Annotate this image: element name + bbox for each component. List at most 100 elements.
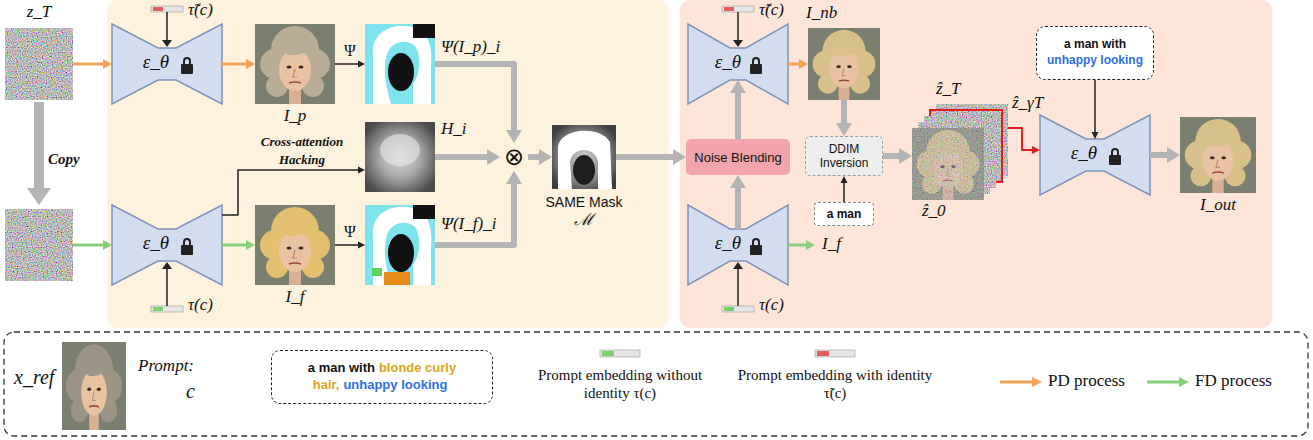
legend-text-slot: PD process: [1048, 371, 1125, 391]
connector-line: [73, 63, 104, 66]
face-image: I_p: [255, 24, 335, 104]
unet-shape: [1040, 115, 1150, 195]
node-label-slot: I_nb: [806, 4, 837, 23]
arrow-head: [730, 175, 746, 188]
embedding-arrow: [737, 12, 739, 40]
node-label-slot: I_f: [255, 288, 335, 307]
connector: [841, 176, 848, 202]
node-label-slot: ε_θ: [134, 233, 178, 254]
face-image: [255, 24, 335, 104]
fd-arrow: [73, 240, 112, 250]
connector: [222, 59, 255, 69]
embedding-bar: [151, 6, 183, 12]
editing-panel: [680, 0, 1272, 328]
connector-line: [335, 244, 359, 246]
connector: [730, 175, 746, 229]
node-label-slot: Ψ(I_p)_i: [441, 38, 500, 57]
connector-line: [1094, 80, 1096, 133]
node-label-slot: ẑ_T: [936, 80, 961, 99]
node-text: a man: [827, 207, 862, 221]
connector-line: [528, 154, 540, 160]
arrow-head: [730, 80, 746, 93]
legend-frame: [4, 332, 1308, 436]
parsing-mask: [365, 205, 435, 285]
legend-sample: [817, 351, 829, 356]
lock-icon: [181, 245, 193, 255]
connector-line: [222, 170, 359, 215]
arrow-head: [539, 149, 552, 165]
unet-block: ε_θ: [112, 205, 222, 285]
node-label: I_p: [284, 106, 307, 125]
legend-sample: [1147, 377, 1189, 387]
node-label: SAME Mask: [545, 194, 622, 210]
attention-map: [380, 134, 420, 166]
legend-text: Prompt embedding with identity τ̃(c): [738, 367, 933, 401]
lock-icon: [181, 64, 193, 74]
reference-label: x_ref: [14, 366, 54, 388]
noise-latent: z_T: [5, 28, 73, 100]
unet-shape: [112, 205, 222, 285]
connector: [435, 149, 500, 165]
node-label: I_f: [286, 287, 305, 306]
node-label-slot: Ψ(I_f)_i: [441, 215, 496, 234]
embedding-label: τ(c): [188, 295, 213, 314]
arrow-head: [506, 171, 522, 184]
unet-shapes: [112, 24, 1150, 285]
node-label: ε_θ: [715, 232, 741, 253]
parsing-mask: [384, 272, 410, 285]
node-label-slot: z_T: [5, 3, 73, 22]
node-label: Ψ(I_p)_i: [441, 37, 500, 56]
prompt-symbol-slot: c: [186, 380, 195, 402]
parsing-mask: Ψ(I_f)_i: [365, 205, 435, 285]
node-label: I_out: [1200, 195, 1236, 214]
node-label-slot: ε_θ: [708, 233, 748, 254]
connector-line: [735, 187, 741, 229]
lock-icon: [1112, 149, 1118, 155]
connector: [788, 59, 808, 69]
node-label: H_i: [441, 119, 467, 138]
node-label-slot: ε_θ: [134, 52, 178, 73]
unet-block: ε_θ: [688, 24, 788, 104]
node-label-slot: ε_θ: [1062, 143, 1106, 164]
latent-image: [912, 128, 984, 200]
prompt-box: a man withblonde curly hair,unhappy look…: [271, 350, 493, 404]
copy-label-slot: Copy: [48, 150, 80, 168]
node-label: z_T: [27, 2, 52, 21]
lock-icon: [184, 58, 190, 64]
face-image: [808, 28, 880, 100]
attention-map: [365, 122, 435, 192]
parsing-mask: Ψ(I_p)_i: [365, 24, 435, 104]
embedding-bars: [151, 6, 754, 312]
arrow-head: [358, 166, 365, 173]
prompt-box: a man withunhappy looking: [1036, 26, 1154, 80]
connector: [730, 80, 746, 139]
legend-sample: [600, 350, 640, 357]
node-text: unhappy looking: [1047, 53, 1143, 69]
legend-text: Prompt embedding without identity τ(c): [538, 367, 702, 401]
legend-sample: [1000, 377, 1042, 387]
prompt-label-slot: Prompt:: [138, 356, 194, 376]
lock-icon: [184, 239, 190, 245]
embedding-label-slot: τ̃(c): [759, 1, 784, 20]
embedding-arrow: [162, 40, 172, 47]
connector: [1008, 128, 1040, 154]
node-text: DDIM Inversion: [811, 142, 877, 171]
connector-line: [435, 183, 514, 245]
arrow-head: [506, 130, 522, 143]
face-image: [1180, 117, 1256, 193]
connector-line: [435, 154, 488, 160]
embedding-arrow: [733, 40, 743, 47]
arrow-head: [358, 242, 365, 249]
node-text: unhappy looking: [343, 377, 447, 392]
connector: [883, 148, 912, 164]
unet-shape: [112, 24, 222, 104]
prompt-box: a man: [814, 202, 874, 226]
connector: [222, 166, 365, 215]
prompt-label: Prompt:: [138, 356, 194, 375]
connector-line: [843, 182, 845, 202]
latent-highlight: [930, 110, 1002, 182]
lock-icon: [750, 64, 762, 74]
text-group: DDIM Inversion: [811, 142, 877, 171]
arrow-head: [246, 59, 255, 69]
node-label: ε_θ: [143, 51, 169, 72]
